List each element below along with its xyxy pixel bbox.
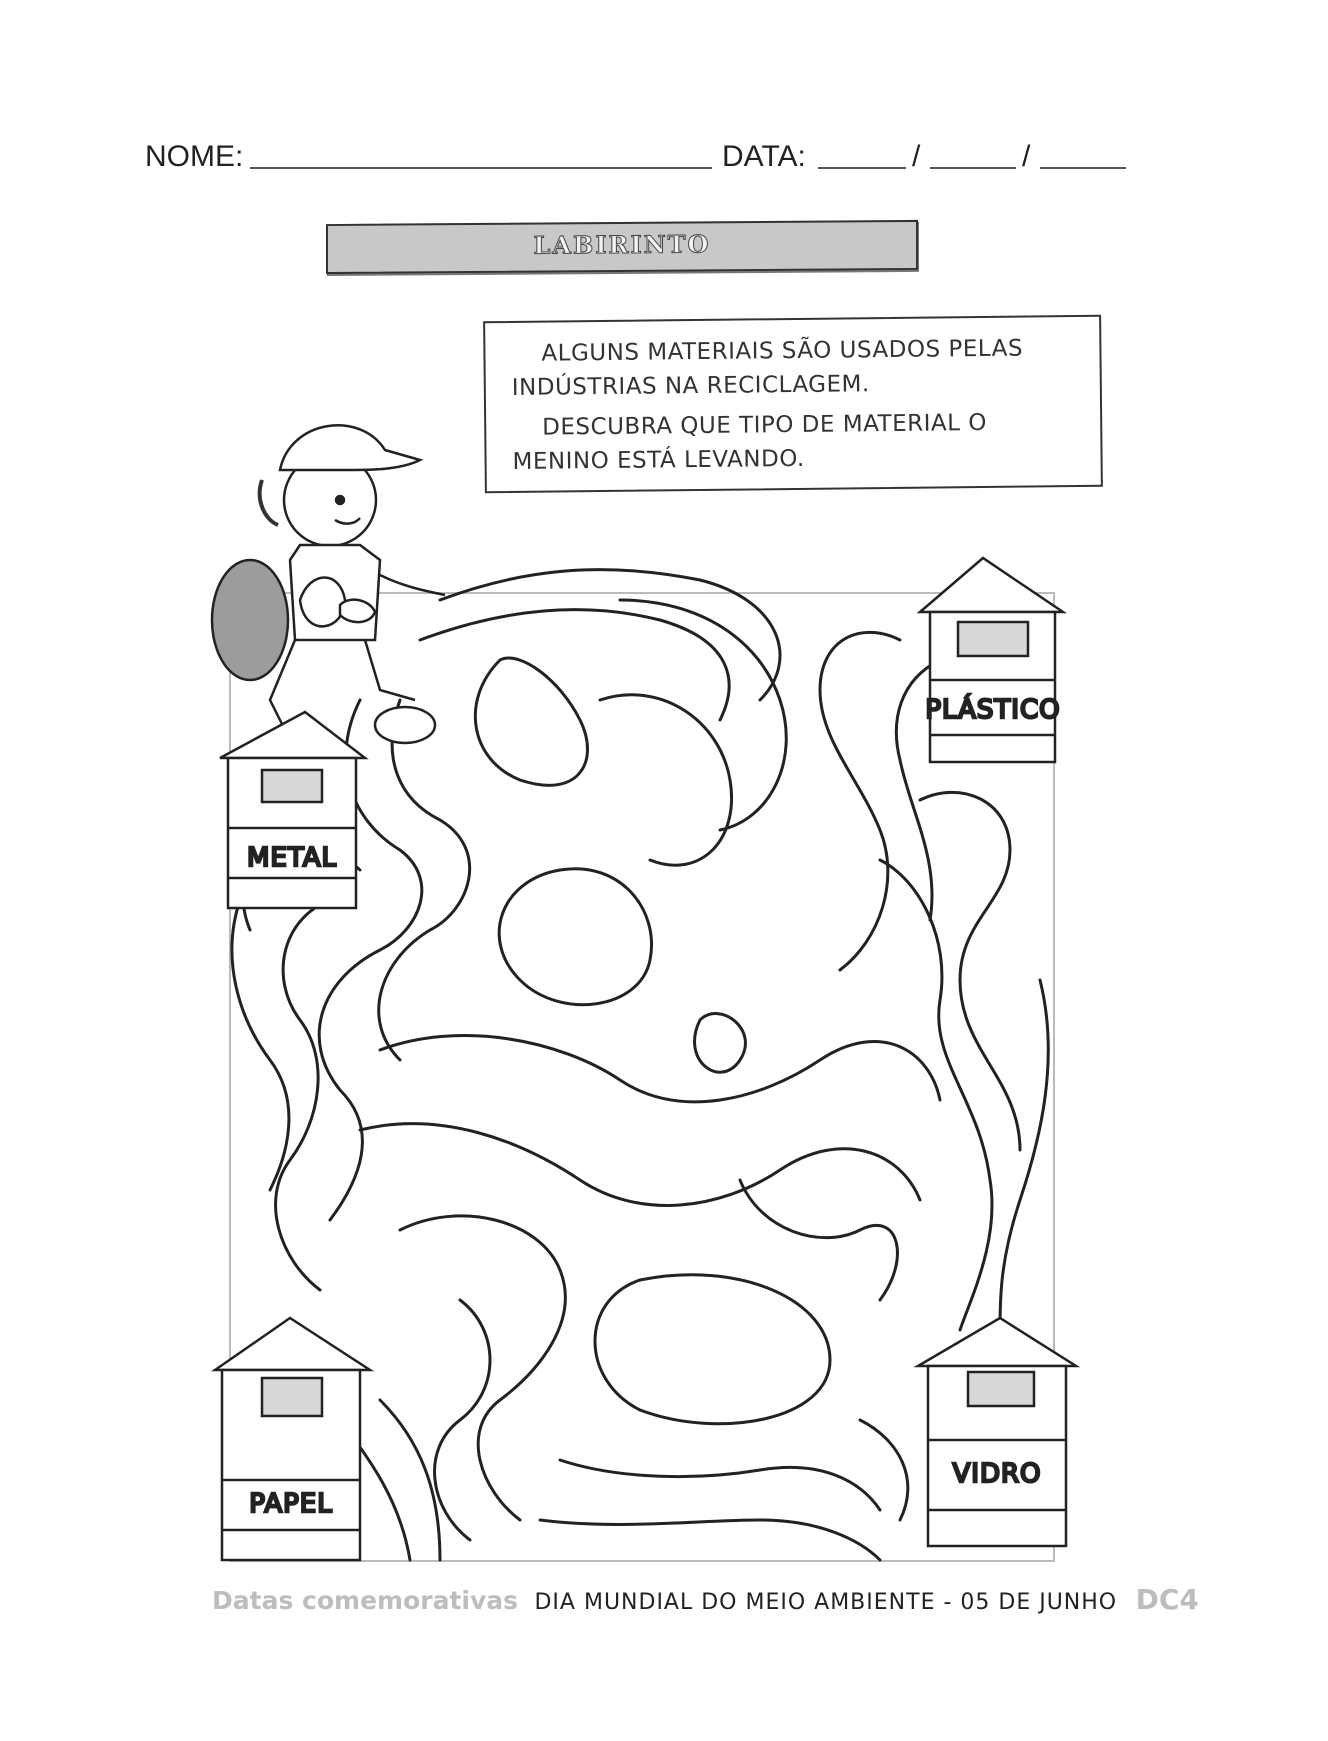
footer-category: Datas comemorativas — [212, 1586, 519, 1615]
date-year-field[interactable] — [1040, 167, 1126, 169]
date-day-field[interactable] — [818, 167, 906, 169]
footer-code: DC4 — [1135, 1583, 1199, 1616]
sack-icon — [210, 558, 290, 682]
name-field[interactable] — [250, 167, 712, 169]
metal-bin: METAL — [219, 710, 369, 910]
date-month-field[interactable] — [930, 167, 1016, 169]
name-label: NOME: — [145, 140, 244, 173]
footer: Datas comemorativas DIA MUNDIAL DO MEIO … — [212, 1583, 1212, 1623]
vidro-bin-label: VIDRO — [952, 1459, 1041, 1489]
boy-illustration — [210, 424, 446, 745]
maze-frame — [229, 592, 1055, 1562]
plastico-bin: PLÁSTICO — [916, 556, 1068, 764]
vidro-bin: VIDRO — [913, 1316, 1081, 1548]
footer-event: DIA MUNDIAL DO MEIO AMBIENTE - 05 DE JUN… — [534, 1590, 1118, 1615]
papel-bin-label: PAPEL — [249, 1489, 332, 1519]
date-separator: / — [912, 140, 921, 173]
date-label: DATA: — [722, 140, 806, 173]
date-separator: / — [1022, 140, 1031, 173]
papel-bin: PAPEL — [211, 1316, 375, 1562]
maze-paths — [230, 568, 1050, 1562]
metal-bin-label: METAL — [247, 843, 337, 873]
plastico-bin-label: PLÁSTICO — [925, 693, 1060, 725]
